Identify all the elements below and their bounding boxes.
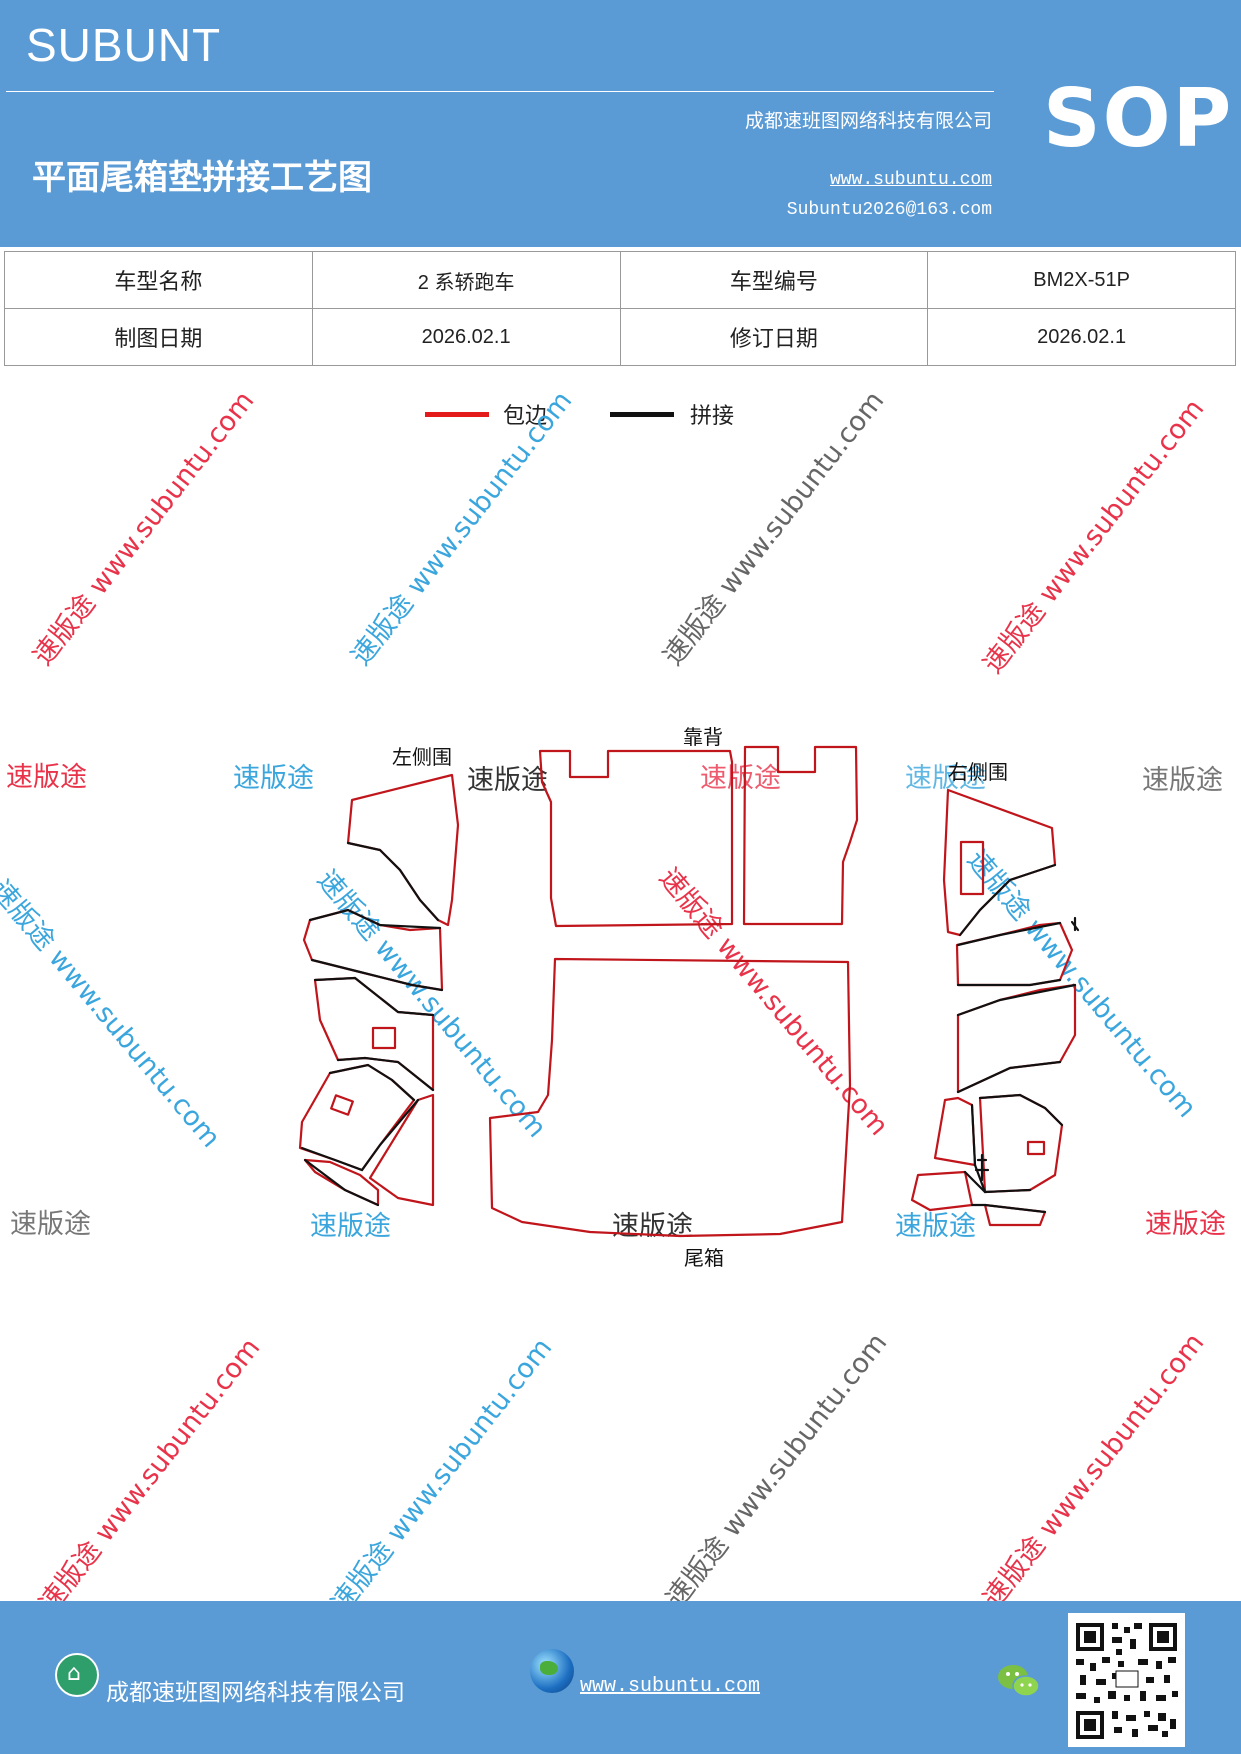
label-backrest: 靠背 <box>683 725 723 749</box>
table-cell: 2 系轿跑车 <box>311 251 621 309</box>
backrest-right-piece <box>742 745 859 926</box>
seam-line <box>970 1203 1047 1214</box>
left-side-piece-5 <box>368 1093 435 1207</box>
seam-line <box>970 1103 987 1194</box>
footer-website-link[interactable]: www.subuntu.com <box>580 1675 761 1698</box>
right-side-piece-5 <box>933 1096 977 1167</box>
left-side-cutout-1 <box>371 1026 397 1050</box>
left-side-piece-1 <box>346 773 460 927</box>
label-right-side: 右侧围 <box>948 760 1008 784</box>
watermark: 速版途 <box>467 765 548 796</box>
wechat-icon <box>998 1665 1040 1697</box>
sop-badge: SOP <box>1043 72 1234 165</box>
seam-line <box>956 921 1062 947</box>
table-cell: 车型编号 <box>619 251 929 309</box>
seam-line <box>958 863 1057 937</box>
watermark: 速版途 <box>895 1211 976 1242</box>
home-icon: ⌂ <box>55 1653 99 1697</box>
seam-line <box>956 978 1062 987</box>
footer-banner: ⌂ 成都速班图网络科技有限公司 www.subuntu.com <box>0 1601 1241 1754</box>
seam-line <box>956 983 1077 1017</box>
right-side-piece-4 <box>978 1093 1064 1194</box>
right-side-piece-3 <box>956 983 1077 1094</box>
legend-label-seam: 拼接 <box>690 404 735 429</box>
seam-line <box>974 1153 990 1182</box>
label-trunk: 尾箱 <box>684 1246 724 1270</box>
watermark: 速版途 <box>310 1211 391 1242</box>
seam-line <box>313 976 435 1017</box>
table-cell: 车型名称 <box>4 251 313 309</box>
watermark: 速版途 <box>6 762 87 793</box>
document-title: 平面尾箱垫拼接工艺图 <box>32 158 372 198</box>
watermark: 速版途 <box>1145 1209 1226 1240</box>
table-cell: 2026.02.1 <box>311 308 621 366</box>
table-cell: 2026.02.1 <box>927 308 1236 366</box>
header-divider <box>6 91 994 92</box>
table-cell: 修订日期 <box>619 308 929 366</box>
email-address[interactable]: Subuntu2026@163.com <box>786 200 992 220</box>
seam-line <box>346 841 440 922</box>
watermark: 速版途 <box>1142 765 1223 796</box>
right-side-piece-6 <box>910 1170 974 1212</box>
trunk-floor-piece <box>488 957 852 1238</box>
backrest-left-piece <box>538 749 734 928</box>
globe-icon <box>530 1649 574 1693</box>
label-left-side: 左侧围 <box>392 745 452 769</box>
table-cell: 制图日期 <box>4 308 313 366</box>
legend-swatch-edge <box>425 412 489 417</box>
seam-line <box>310 958 444 992</box>
seam-line <box>308 908 442 930</box>
seam-line <box>963 1170 1032 1194</box>
watermark: 速版途 <box>10 1209 91 1240</box>
legend-swatch-seam <box>610 412 674 417</box>
seam-line <box>300 1098 420 1172</box>
seam-line <box>978 1093 1064 1127</box>
table-row: 制图日期 2026.02.1 修订日期 2026.02.1 <box>4 308 1236 366</box>
website-link[interactable]: www.subuntu.com <box>829 170 992 190</box>
vehicle-info-table: 车型名称 2 系轿跑车 车型编号 BM2X-51P 制图日期 2026.02.1… <box>4 251 1236 366</box>
seam-line <box>328 1063 416 1102</box>
qr-code[interactable] <box>1068 1613 1185 1747</box>
watermark: 速版途 <box>700 763 781 794</box>
company-name: 成都速班图网络科技有限公司 <box>744 110 992 132</box>
legend-label-edge: 包边 <box>503 404 548 429</box>
footer-company-name: 成都速班图网络科技有限公司 <box>106 1680 405 1706</box>
right-side-cutout-1 <box>959 840 985 896</box>
watermark: 速版途 <box>905 763 986 794</box>
left-side-cutout-2 <box>330 1094 354 1116</box>
brand-name: SUBUNT <box>26 19 222 71</box>
seam-line <box>956 1060 1062 1094</box>
watermark: 速版途 <box>233 763 314 794</box>
legend: 包边 拼接 <box>0 398 1241 438</box>
left-side-piece-6 <box>303 1158 380 1207</box>
seam-line <box>303 1158 380 1207</box>
seam-line <box>336 1056 435 1092</box>
seam-line <box>1070 916 1080 932</box>
header-banner: SUBUNT 成都速班图网络科技有限公司 平面尾箱垫拼接工艺图 www.subu… <box>0 0 1241 247</box>
right-side-cutout-2 <box>1026 1140 1046 1156</box>
